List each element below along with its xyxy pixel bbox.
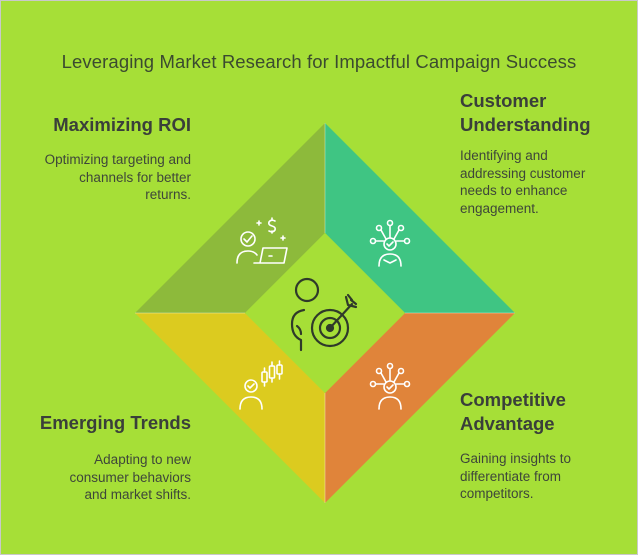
page-title: Leveraging Market Research for Impactful… (61, 51, 577, 72)
customer-heading: Customer Understanding (460, 89, 591, 137)
customer-description-line: Identifying and (460, 148, 548, 163)
competitive-description-line: competitors. (460, 486, 534, 501)
person-target-icon (290, 277, 358, 352)
customer-description-line: needs to enhance (460, 183, 568, 198)
roi-heading: Maximizing ROI (53, 114, 191, 135)
trends-description-line: and market shifts. (84, 487, 191, 502)
customer-description-line: addressing customer (460, 165, 586, 181)
trends-description-line: Adapting to new (94, 452, 191, 467)
trends-heading: Emerging Trends (39, 412, 191, 433)
center-diamond (245, 233, 405, 393)
roi-quadrant (135, 123, 325, 313)
trends-description-line: consumer behaviors (69, 469, 191, 485)
competitive-heading-line: Competitive (460, 389, 566, 410)
competitive-description-line: Gaining insights to (460, 451, 572, 466)
trends-description: Adapting to new consumer behaviors and m… (69, 451, 191, 504)
competitive-description: Gaining insights to differentiate from c… (460, 450, 571, 503)
competitive-heading: Competitive Advantage (460, 388, 566, 436)
competitive-heading-line: Advantage (460, 413, 555, 434)
roi-description-line: Optimizing targeting and (44, 152, 191, 167)
customer-quadrant (325, 123, 515, 313)
customer-description: Identifying and addressing customer need… (460, 147, 585, 217)
roi-description: Optimizing targeting and channels for be… (45, 151, 191, 204)
customer-heading-line: Customer (460, 90, 547, 111)
trends-candlestick-icon (239, 360, 283, 410)
customer-description-line: engagement. (460, 200, 539, 216)
competitive-quadrant (325, 313, 515, 503)
customer-network-icon (369, 219, 411, 267)
competitive-network-icon (369, 362, 411, 410)
customer-heading-line: Understanding (460, 114, 591, 135)
competitive-description-line: differentiate from (460, 468, 562, 484)
roi-person-dollar-icon (236, 217, 288, 264)
trends-quadrant (135, 313, 325, 503)
roi-description-line: returns. (145, 187, 191, 202)
roi-description-line: channels for better (79, 169, 191, 185)
